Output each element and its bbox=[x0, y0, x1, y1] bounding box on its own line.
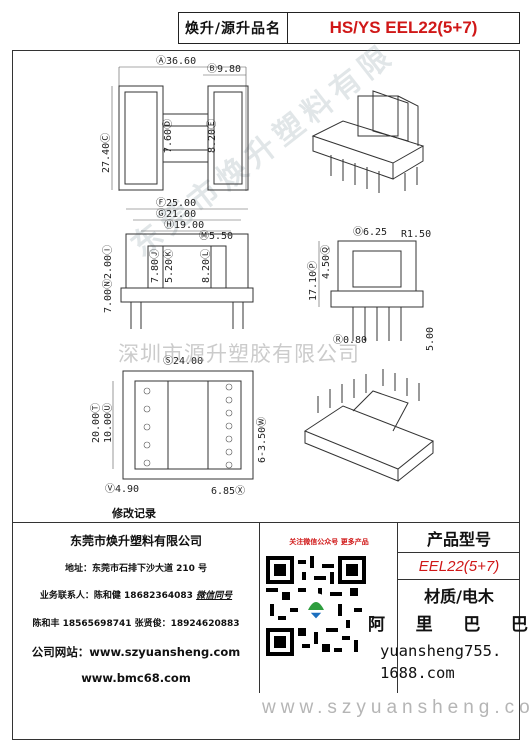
dim-h: Ⓗ19.00 bbox=[164, 219, 204, 231]
dim-x: 6.85Ⓧ bbox=[211, 485, 245, 497]
front-view: Ⓕ25.00 Ⓖ21.00 Ⓗ19.00 Ⓜ5.50 2.00Ⓘ 7.80Ⓙ 5… bbox=[102, 197, 254, 329]
shop-url-line-2: 1688.com bbox=[380, 664, 455, 682]
dim-p: 17.10Ⓟ bbox=[307, 261, 319, 301]
company-website[interactable]: 公司网站：www.szyuansheng.com bbox=[31, 645, 241, 659]
title-block: 焕升/源升品名 HS/YS EEL22(5+7) bbox=[178, 12, 520, 44]
side-view: Ⓞ6.25 R1.50 17.10Ⓟ 4.50Ⓠ Ⓡ0.80 5.00 bbox=[307, 226, 436, 351]
alibaba-char: 巴 bbox=[463, 615, 481, 635]
company-address: 地址：东莞市石排下沙大道 210 号 bbox=[64, 564, 208, 574]
dim-f: Ⓕ25.00 bbox=[156, 197, 196, 209]
product-model-heading: 产品型号 bbox=[398, 524, 520, 553]
contact-line-1: 业务联系人：陈和健 18682364083 微信同号 bbox=[12, 588, 260, 601]
product-model-value: EEL22(5+7) bbox=[398, 553, 520, 580]
dim-k: 5.20Ⓚ bbox=[163, 249, 175, 283]
dim-r: R1.50 bbox=[401, 229, 431, 240]
alibaba-char: 里 bbox=[415, 615, 433, 635]
bottom-view: Ⓢ24.00 20.00Ⓣ 10.00Ⓤ 6-3.50Ⓦ Ⓥ4.90 6.85Ⓧ bbox=[90, 355, 268, 497]
product-name-label: 焕升/源升品名 bbox=[179, 13, 288, 43]
qr-code-image bbox=[266, 556, 366, 656]
dim-g: Ⓖ21.00 bbox=[156, 208, 196, 220]
dim-l: 8.20Ⓛ bbox=[200, 249, 212, 283]
shop-url-line-1: yuansheng755. bbox=[380, 642, 502, 660]
shop-url[interactable]: yuansheng755. 1688.com bbox=[380, 640, 520, 684]
dim-i: 2.00Ⓘ bbox=[102, 245, 114, 279]
footer-url: www.szyuansheng.com bbox=[262, 697, 531, 718]
dim-o: Ⓞ6.25 bbox=[353, 226, 387, 238]
alibaba-char: 阿 bbox=[368, 615, 385, 635]
dim-w: 6-3.50Ⓦ bbox=[256, 417, 268, 463]
contact-line-2: 陈和丰 18565698741 张贤俊：18924620883 bbox=[32, 619, 240, 629]
dim-b: Ⓑ9.80 bbox=[207, 63, 241, 75]
contact-person: 业务联系人：陈和健 18682364083 bbox=[39, 591, 193, 601]
technical-drawing: Ⓐ36.60 Ⓑ9.80 27.40Ⓒ 7.60Ⓓ 8.20Ⓔ Ⓕ25.00 Ⓖ… bbox=[90, 55, 436, 497]
dim-v: Ⓥ4.90 bbox=[105, 483, 139, 495]
isometric-view-top bbox=[311, 90, 425, 193]
material-label: 材质/电木 bbox=[424, 587, 494, 606]
qr-caption: 关注微信公众号 更多产品 bbox=[289, 538, 369, 546]
company-watermark: 深圳市源升塑胶有限公司 bbox=[118, 342, 360, 366]
dim-q: 4.50Ⓠ bbox=[320, 245, 332, 279]
top-view: Ⓐ36.60 Ⓑ9.80 27.40Ⓒ 7.60Ⓓ 8.20Ⓔ bbox=[100, 55, 249, 191]
alibaba-label: 阿 里 巴 巴 bbox=[368, 610, 528, 635]
isometric-view-bottom bbox=[303, 369, 434, 482]
dim-j: 7.80Ⓙ bbox=[149, 249, 161, 283]
wechat-note: 微信同号 bbox=[196, 591, 233, 601]
drawing-frame bbox=[12, 50, 520, 740]
company-name: 东莞市焕升塑料有限公司 bbox=[69, 534, 202, 548]
dim-m: Ⓜ5.50 bbox=[199, 230, 233, 242]
dim-n: 7.00Ⓝ bbox=[102, 279, 114, 313]
company-info-column bbox=[12, 523, 260, 693]
product-name-value: HS/YS EEL22(5+7) bbox=[329, 18, 478, 37]
qr-column bbox=[260, 523, 398, 693]
dim-u: 10.00Ⓤ bbox=[102, 403, 114, 443]
dim-pin: Ⓡ0.80 bbox=[333, 334, 367, 346]
revision-record-label: 修改记录 bbox=[112, 507, 156, 520]
dim-s: Ⓢ24.00 bbox=[163, 355, 203, 367]
dim-d: 7.60Ⓓ bbox=[162, 119, 174, 153]
dim-t: 20.00Ⓣ bbox=[90, 403, 102, 443]
dim-pin-len: 5.00 bbox=[425, 327, 436, 351]
dim-e: 8.20Ⓔ bbox=[206, 119, 218, 153]
alibaba-char: 巴 bbox=[510, 615, 528, 635]
dim-a: Ⓐ36.60 bbox=[156, 55, 196, 67]
info-panel bbox=[12, 522, 520, 740]
dim-c: 27.40Ⓒ bbox=[100, 133, 112, 173]
secondary-website[interactable]: www.bmc68.com bbox=[81, 671, 191, 685]
